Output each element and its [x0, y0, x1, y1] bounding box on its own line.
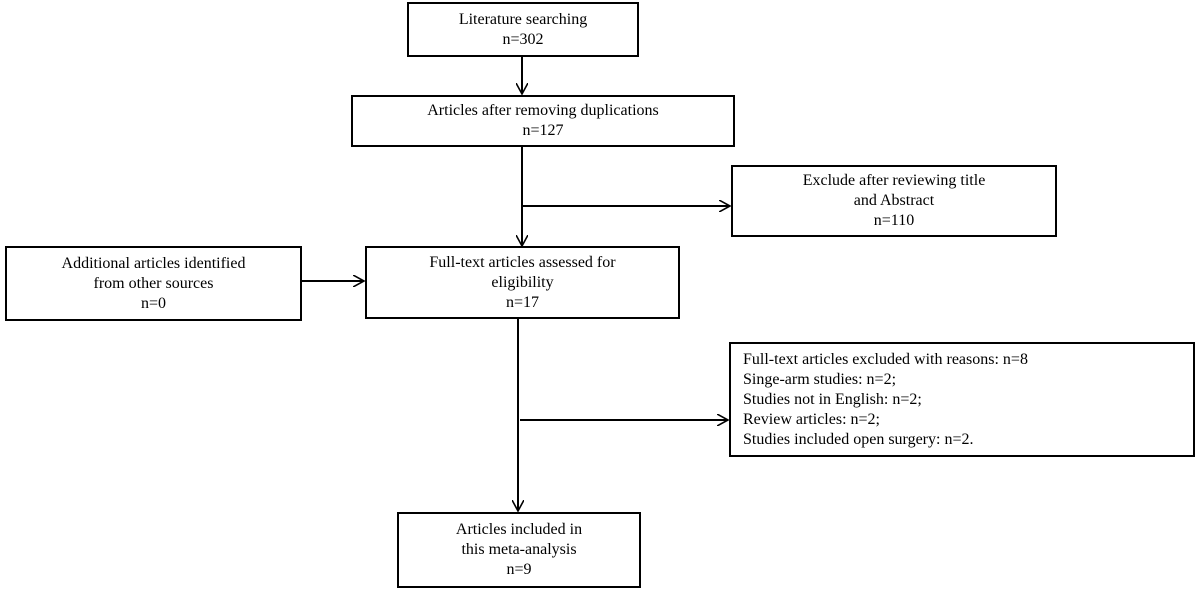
exclude-title-box: Exclude after reviewing title and Abstra…	[731, 165, 1057, 237]
literature-search-box: Literature searching n=302	[407, 2, 639, 57]
dedup-line-2: n=127	[522, 122, 564, 139]
additional-line-2: from other sources	[93, 274, 214, 292]
fulltext-excluded-box: Full-text articles excluded with reasons…	[729, 342, 1195, 457]
excl-title-line-2: and Abstract	[853, 192, 935, 209]
excl-full-line-3: Studies not in English: n=2;	[743, 390, 922, 408]
additional-line-3: n=0	[140, 294, 167, 312]
additional-line-1: Additional articles identified	[61, 254, 246, 272]
search-line-1: Literature searching	[458, 10, 588, 28]
excl-title-line-3: n=110	[873, 212, 915, 229]
fulltext-assessed-box: Full-text articles assessed for eligibil…	[365, 246, 680, 319]
included-line-3: n=9	[506, 561, 532, 578]
excl-full-line-5: Studies included open surgery: n=2.	[743, 430, 974, 448]
included-line-2: this meta-analysis	[461, 541, 577, 558]
dedup-box: Articles after removing duplications n=1…	[351, 95, 735, 147]
search-line-2: n=302	[502, 30, 544, 48]
included-line-1: Articles included in	[455, 521, 583, 538]
fulltext-line-2: eligibility	[491, 273, 554, 291]
excl-title-line-1: Exclude after reviewing title	[802, 172, 986, 189]
excl-full-line-2: Singe-arm studies: n=2;	[743, 370, 897, 388]
excl-full-line-1: Full-text articles excluded with reasons…	[743, 350, 1028, 368]
included-articles-box: Articles included in this meta-analysis …	[397, 512, 641, 588]
fulltext-line-3: n=17	[505, 293, 540, 311]
additional-articles-box: Additional articles identified from othe…	[5, 246, 302, 321]
excl-full-line-4: Review articles: n=2;	[743, 410, 880, 428]
fulltext-line-1: Full-text articles assessed for	[429, 253, 616, 271]
dedup-line-1: Articles after removing duplications	[427, 102, 659, 119]
